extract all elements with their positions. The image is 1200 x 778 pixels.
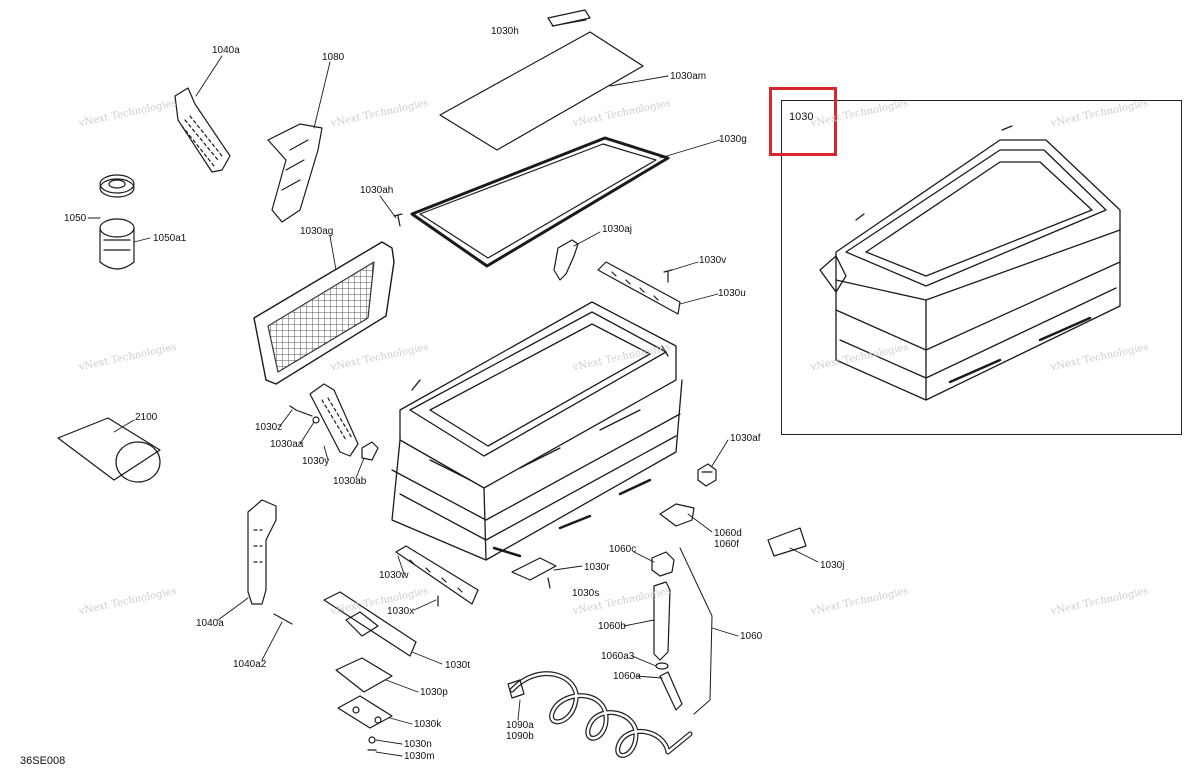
- label-1030w: 1030w: [379, 570, 409, 581]
- part-1030ag: [253, 241, 395, 385]
- part-1030t: [323, 591, 417, 657]
- inset-highlight-box: [769, 87, 837, 156]
- label-1030ag: 1030ag: [300, 226, 334, 237]
- part-1030r: [511, 557, 557, 581]
- part-1030n: [368, 736, 376, 744]
- part-2100: [57, 417, 161, 483]
- part-1040a-bottom: [247, 499, 277, 605]
- label-1030y: 1030y: [302, 456, 330, 467]
- label-1030n: 1030n: [404, 739, 432, 750]
- part-1030y: [309, 383, 359, 457]
- label-1030ab: 1030ab: [333, 476, 367, 487]
- diagram-code: 36SE008: [20, 755, 66, 767]
- part-1030h: [547, 9, 591, 27]
- label-1090a: 1090a: [506, 720, 534, 731]
- inset-frame: [781, 100, 1182, 435]
- part-1030u: [597, 261, 681, 315]
- label-1050: 1050: [64, 213, 87, 224]
- label-1030am: 1030am: [670, 71, 707, 82]
- part-storage-box: [391, 301, 683, 561]
- part-1060a3: [655, 662, 669, 670]
- part-1060c: [651, 551, 675, 577]
- part-1030ah: [393, 213, 403, 227]
- label-1040a-bottom: 1040a: [196, 618, 224, 629]
- label-1040a-top: 1040a: [212, 45, 240, 56]
- label-1060a: 1060a: [613, 671, 641, 682]
- part-1030s: [547, 577, 551, 589]
- part-1030aj: [553, 239, 579, 281]
- part-1090: [507, 671, 693, 758]
- label-1040a2: 1040a2: [233, 659, 267, 670]
- part-1030k: [337, 695, 393, 729]
- label-1090b: 1090b: [506, 731, 534, 742]
- part-1060b: [653, 581, 671, 661]
- leader-lines: [87, 19, 819, 757]
- part-1030af: [697, 463, 717, 487]
- part-1030z: [289, 405, 313, 417]
- label-1030ah: 1030ah: [360, 185, 394, 196]
- label-1060c: 1060c: [609, 544, 637, 555]
- part-1030g: [410, 136, 670, 268]
- part-1030j: [767, 527, 807, 557]
- label-1050a1: 1050a1: [153, 233, 187, 244]
- label-1030r: 1030r: [584, 562, 610, 573]
- part-1030am: [439, 31, 644, 151]
- label-1030z: 1030z: [255, 422, 283, 433]
- label-1030p: 1030p: [420, 687, 448, 698]
- label-1060b: 1060b: [598, 621, 626, 632]
- part-1040a-top: [174, 87, 231, 173]
- label-1030aj: 1030aj: [602, 224, 633, 235]
- inset-assembled-box: [819, 125, 1121, 401]
- label-1030v: 1030v: [699, 255, 727, 266]
- part-1050: [99, 174, 135, 270]
- part-1060d: [659, 503, 695, 527]
- part-1030v: [663, 269, 673, 283]
- label-1030h: 1030h: [491, 26, 519, 37]
- label-1080: 1080: [322, 52, 345, 63]
- inset-part-label: 1030: [789, 111, 814, 123]
- part-1030p: [335, 657, 393, 693]
- label-1060d: 1060d: [714, 528, 742, 539]
- label-2100: 2100: [135, 412, 158, 423]
- part-1030w: [395, 545, 479, 605]
- label-1030j: 1030j: [820, 560, 845, 571]
- label-1030s: 1030s: [572, 588, 600, 599]
- label-1030x: 1030x: [387, 606, 415, 617]
- part-1030aa: [312, 416, 320, 424]
- label-1030aa: 1030aa: [270, 439, 304, 450]
- label-1030u: 1030u: [718, 288, 746, 299]
- part-1080: [267, 123, 323, 223]
- label-1060: 1060: [740, 631, 763, 642]
- label-1030t: 1030t: [445, 660, 471, 671]
- label-1030m: 1030m: [404, 751, 435, 762]
- label-1060f: 1060f: [714, 539, 740, 550]
- label-1060a3: 1060a3: [601, 651, 635, 662]
- part-1030ab: [361, 441, 379, 461]
- label-1030af: 1030af: [730, 433, 761, 444]
- label-1030k: 1030k: [414, 719, 442, 730]
- part-1040a2: [273, 613, 293, 625]
- label-1030g: 1030g: [719, 134, 747, 145]
- part-1060a: [659, 671, 683, 711]
